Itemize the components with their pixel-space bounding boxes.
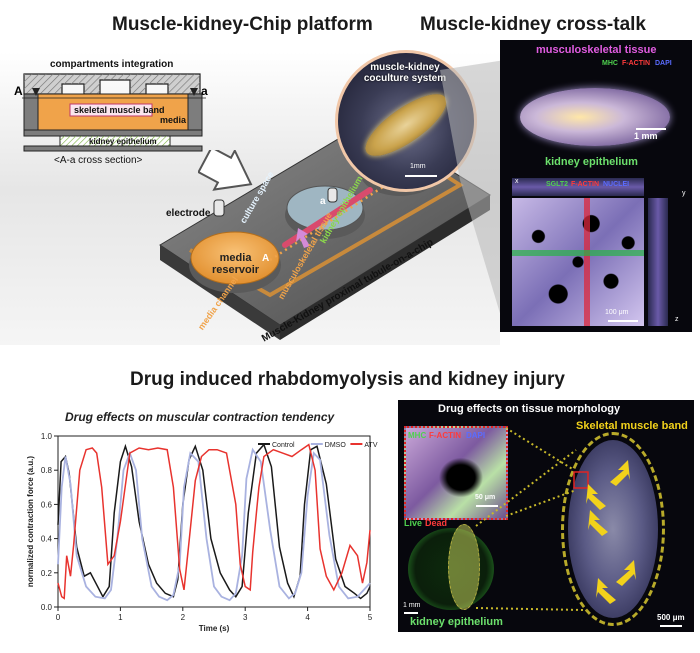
morph-kidney-scale: 1 mm [403,602,421,609]
arrow-marker [588,510,608,536]
crosstalk-panel [500,40,692,332]
arrow-marker [586,484,606,510]
crosstalk-stain-mhc: MHC [602,60,618,67]
legend-label-dmso: DMSO [325,442,347,449]
series-line-dmso [57,447,371,602]
coculture-title: muscle-kidney coculture system [363,62,447,84]
coculture-scale-label: 1mm [410,163,426,170]
morph-inset-scale: 50 μm [475,494,496,501]
morph-stain-mhc: MHC [408,431,427,440]
y-tick-label: 0.8 [41,466,53,475]
y-axis-label: normalized contraction force (a.u.) [26,456,35,587]
y-tick-label: 0.0 [41,603,53,612]
morph-muscle-band: Skeletal muscle band [576,420,688,432]
crosstalk-stain-dapi: DAPI [655,60,672,67]
y-tick-label: 0.6 [41,500,53,509]
x-axis-label: Time (s) [199,624,230,633]
crosstalk-axis-y: y [682,190,686,197]
crosstalk-kidney-scale: 100 μm [605,309,629,316]
morph-stain-dapi: DAPI [466,431,486,440]
crosstalk-stain-nuclei: NUCLEI [603,181,630,188]
cross-section-marker-left: A [14,84,23,98]
crosstalk-stain-factin: F-ACTIN [622,60,650,67]
morph-dead: Dead [425,518,448,528]
morph-kidney-scale-bar [404,612,418,614]
heading-drug: Drug induced rhabdomyolysis and kidney i… [130,369,565,390]
arrow-marker [596,578,616,604]
y-tick-label: 1.0 [41,432,53,441]
chip-electrode-label: electrode [166,208,211,219]
crosstalk-muscle-scale-bar [636,128,666,130]
cross-section-title: compartments integration [50,59,174,70]
crosstalk-kidney-scale-bar [608,320,638,322]
zoom-arrow [198,150,253,191]
legend-label-control: Control [272,442,295,449]
x-tick-label: 4 [305,613,310,622]
x-tick-label: 2 [181,613,186,622]
legend-label-atv: ATV [364,442,377,449]
x-tick-label: 5 [368,613,373,622]
y-tick-label: 0.2 [41,569,53,578]
morph-muscle-scale-bar [660,625,682,627]
chart-title: Drug effects on muscular contraction ten… [65,410,335,424]
arrow-marker [610,460,630,486]
defect-arrows [586,460,636,604]
series-line-control [57,443,371,600]
morph-live: Live [404,518,423,528]
cross-section-muscle-label: skeletal muscle band [74,105,165,115]
crosstalk-stain-factin2: F-ACTIN [571,181,599,188]
morph-stain-factin: F-ACTIN [429,431,461,440]
cross-section-kidney-label: kidney epithelium [89,137,157,146]
cross-section-caption: <A-a cross section> [54,155,143,166]
morph-kidney: kidney epithelium [410,616,503,628]
coculture-scale-bar [405,175,437,177]
cross-section-diagram [22,73,206,152]
crosstalk-kidney-title: kidney epithelium [545,156,638,168]
cross-section-marker-right: a [201,84,208,98]
morph-muscle-scale: 500 μm [657,613,685,622]
chip-media-reservoir-label: media reservoir [212,252,260,276]
crosstalk-axis-x: x [515,178,519,185]
cross-section-media-label: media [160,115,187,125]
zoom-funnel [440,60,505,330]
morph-inset-scale-bar [476,505,498,507]
crosstalk-muscle-scale: 1 mm [634,131,658,141]
y-tick-label: 0.4 [41,535,53,544]
morphology-panel [398,400,694,632]
chip-marker-A: A [262,253,270,264]
crosstalk-muscle-title: musculoskeletal tissue [536,44,657,56]
series-line-atv [57,443,371,600]
heading-platform: Muscle-kidney-Chip platform [112,14,373,35]
crosstalk-stain-sglt2: SGLT2 [546,181,569,188]
morph-title: Drug effects on tissue morphology [438,403,621,415]
x-tick-label: 3 [243,613,248,622]
chip-marker-a: a [320,196,326,207]
arrow-marker [616,560,636,586]
heading-crosstalk: Muscle-kidney cross-talk [420,14,646,35]
x-tick-label: 1 [118,613,123,622]
x-tick-label: 0 [56,613,61,622]
crosstalk-axis-z: z [675,316,679,323]
